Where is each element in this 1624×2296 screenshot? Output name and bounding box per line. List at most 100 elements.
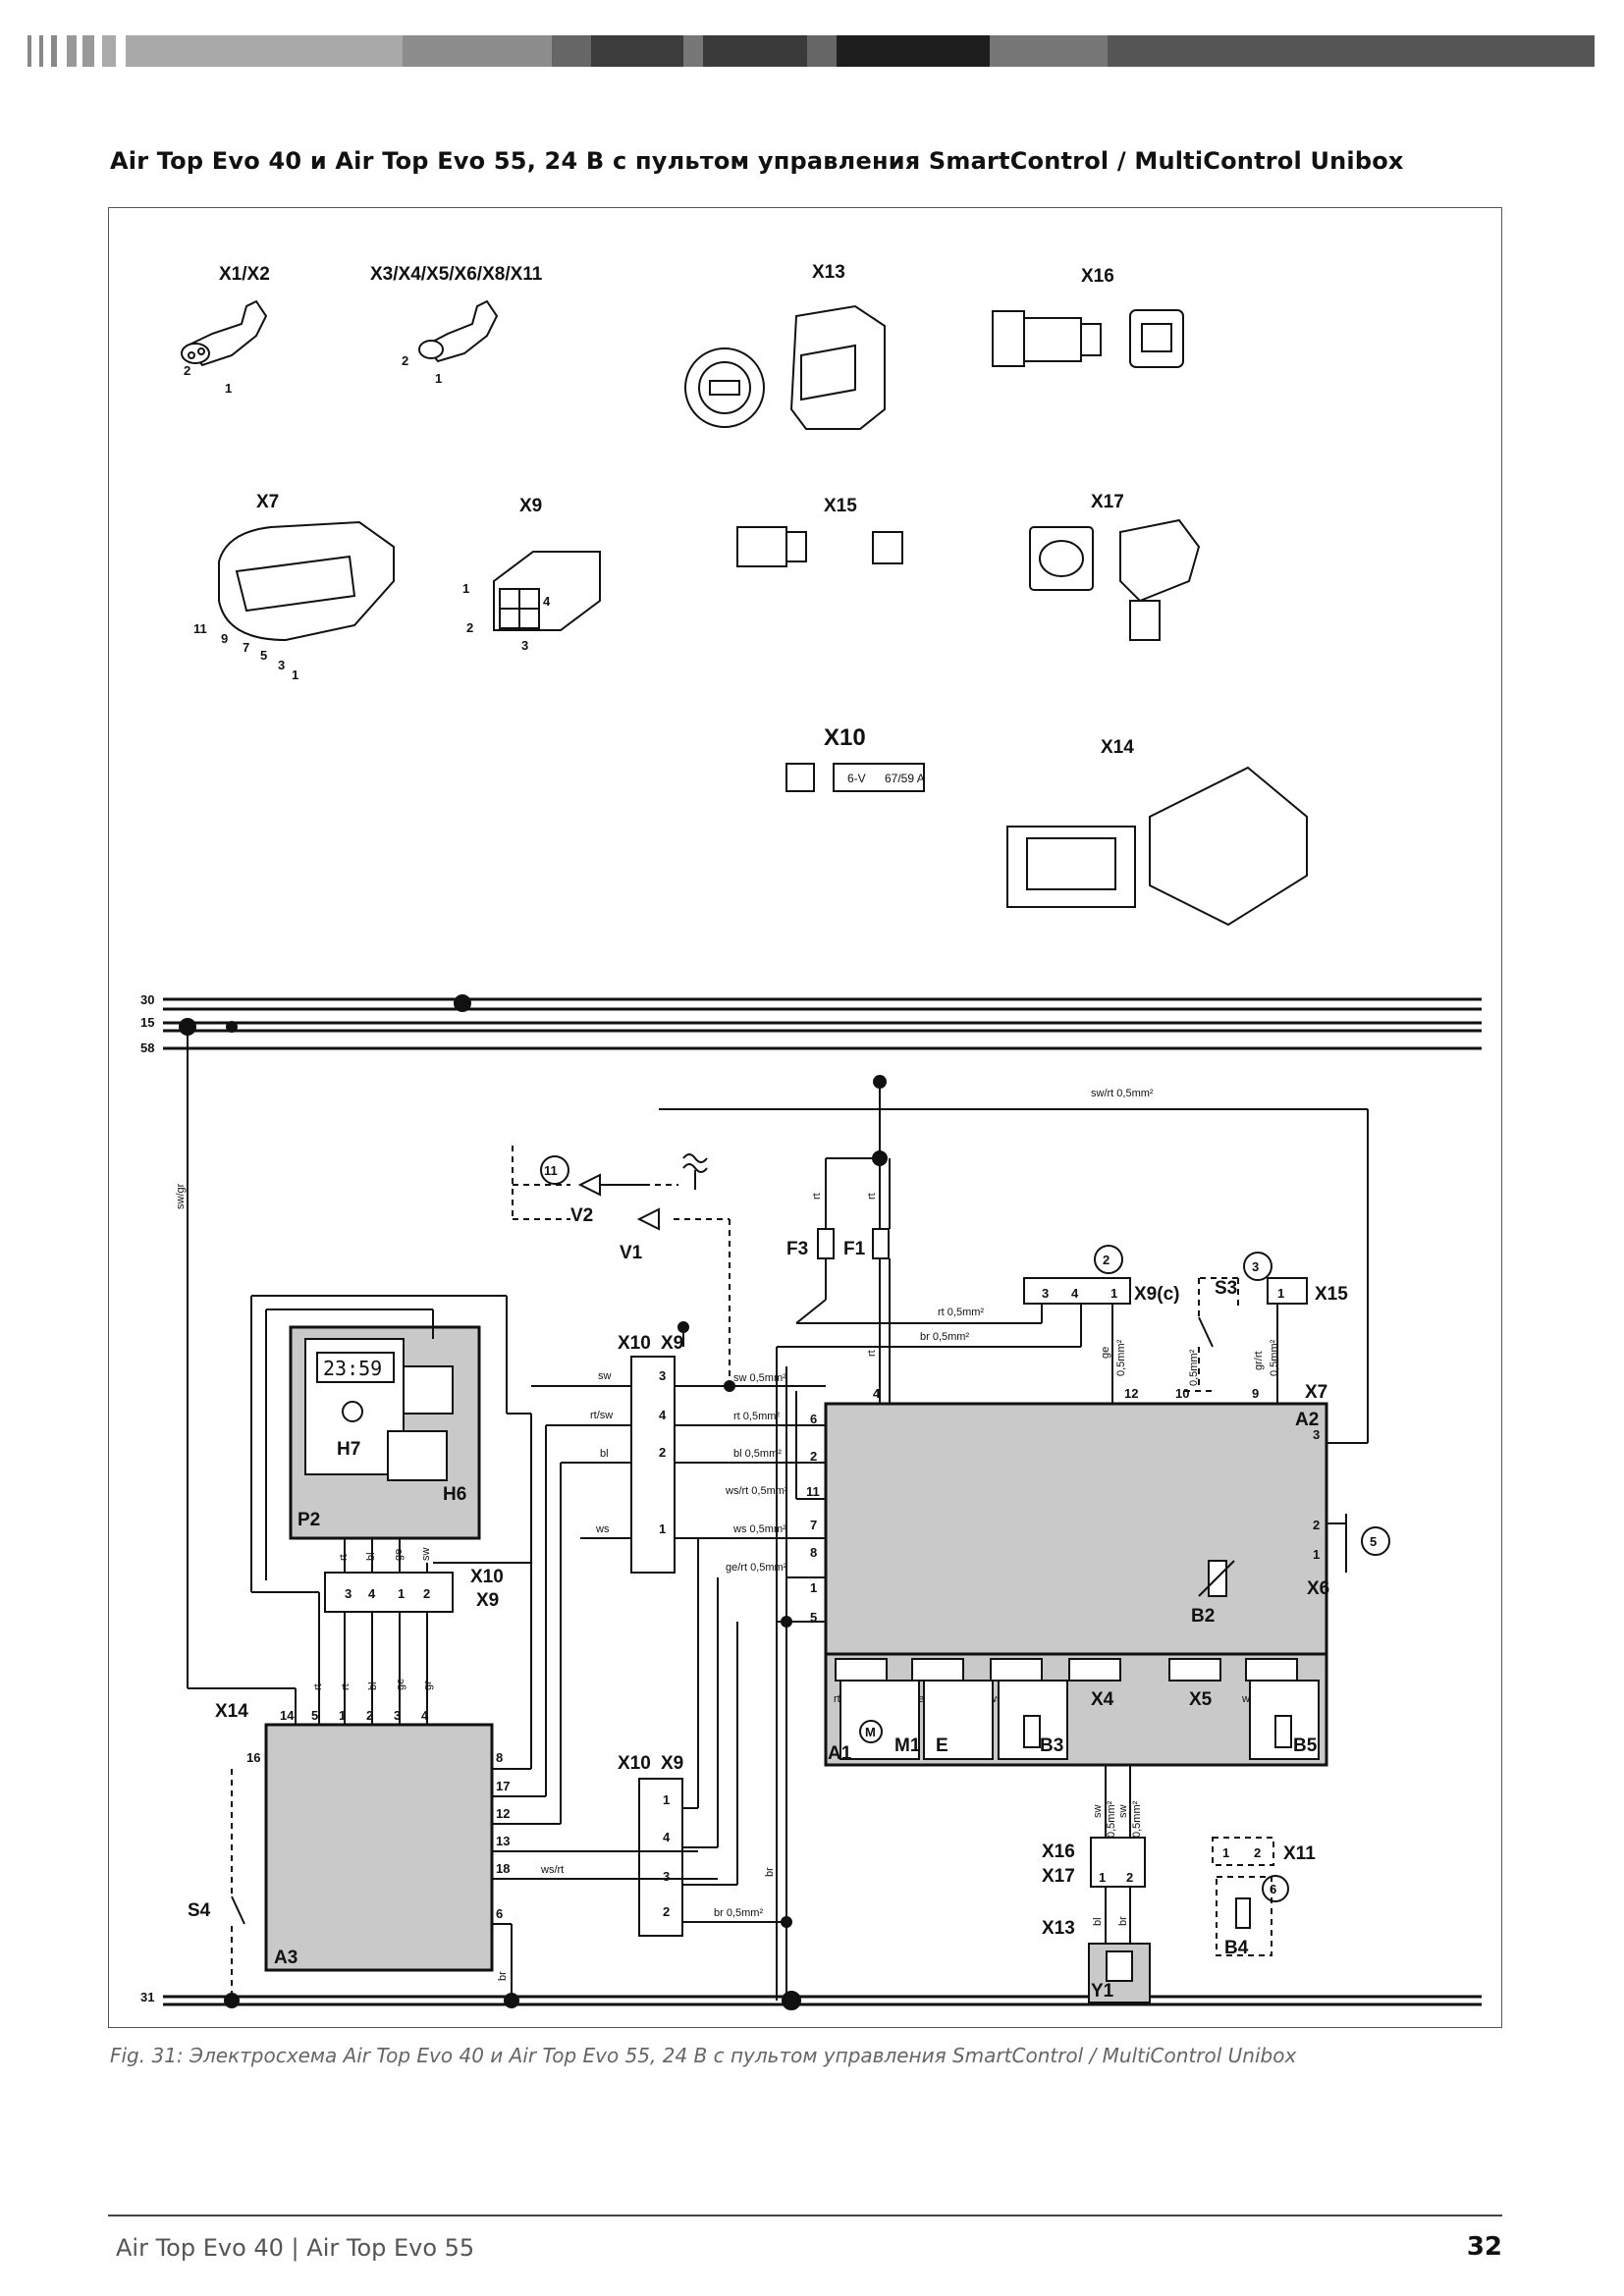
figure-caption: Fig. 31: Электросхема Air Top Evo 40 и A… bbox=[110, 2044, 1297, 2067]
wire-swrt: sw/rt 0,5mm² bbox=[659, 1088, 1369, 1444]
svg-text:rt: rt bbox=[340, 1683, 352, 1690]
svg-text:3: 3 bbox=[659, 1368, 666, 1383]
svg-text:13: 13 bbox=[496, 1834, 510, 1848]
connector-x10-drawing: X10 6-V 67/59 A bbox=[785, 724, 925, 792]
connector-x3-x11: X3/X4/X5/X6/X8/X11 2 1 bbox=[370, 264, 543, 386]
svg-text:X6: X6 bbox=[1307, 1578, 1329, 1599]
svg-text:6: 6 bbox=[496, 1906, 503, 1921]
svg-text:ws: ws bbox=[595, 1523, 610, 1535]
svg-text:9: 9 bbox=[1252, 1386, 1259, 1401]
svg-text:sw: sw bbox=[420, 1548, 432, 1562]
connector-x17: X17 bbox=[1029, 492, 1201, 641]
svg-text:4: 4 bbox=[659, 1408, 667, 1422]
svg-text:br 0,5mm²: br 0,5mm² bbox=[920, 1331, 969, 1343]
svg-text:11: 11 bbox=[544, 1163, 558, 1178]
svg-text:sw/gr: sw/gr bbox=[175, 1183, 187, 1209]
svg-text:B3: B3 bbox=[1040, 1735, 1063, 1756]
svg-text:P2: P2 bbox=[298, 1510, 320, 1530]
connector-x15: X15 bbox=[736, 496, 903, 567]
svg-text:12: 12 bbox=[1124, 1386, 1138, 1401]
svg-text:2: 2 bbox=[1103, 1253, 1110, 1267]
svg-text:X4: X4 bbox=[1091, 1689, 1114, 1710]
bus-15-label: 15 bbox=[140, 1015, 154, 1030]
svg-text:br: br bbox=[497, 1971, 509, 1981]
svg-text:X7: X7 bbox=[256, 492, 279, 512]
svg-text:F3: F3 bbox=[786, 1239, 808, 1259]
svg-text:br: br bbox=[1117, 1916, 1129, 1926]
bus-30-label: 30 bbox=[140, 992, 154, 1007]
svg-text:2: 2 bbox=[184, 363, 190, 378]
svg-text:9: 9 bbox=[221, 631, 228, 646]
callout-3 bbox=[1243, 1252, 1272, 1281]
control-panel-p2: 23:59 H7 H6 P2 bbox=[289, 1325, 481, 1540]
svg-text:2: 2 bbox=[466, 620, 473, 635]
svg-text:rt 0,5mm²: rt 0,5mm² bbox=[733, 1411, 780, 1422]
svg-text:12: 12 bbox=[496, 1806, 510, 1821]
footer-divider bbox=[108, 2215, 1502, 2216]
svg-text:3: 3 bbox=[1042, 1286, 1049, 1301]
svg-text:1: 1 bbox=[663, 1792, 670, 1807]
svg-text:5: 5 bbox=[1370, 1534, 1377, 1549]
connector-x16: X16 bbox=[992, 266, 1184, 368]
svg-text:3: 3 bbox=[663, 1869, 670, 1884]
connector-x15-box: 1 X15 gr/rt 0,5mm² bbox=[1253, 1277, 1348, 1404]
bus-lines bbox=[163, 997, 1482, 2006]
svg-text:ws/rt: ws/rt bbox=[540, 1864, 564, 1876]
svg-text:3: 3 bbox=[1313, 1427, 1320, 1442]
svg-text:0,5mm²: 0,5mm² bbox=[1188, 1349, 1200, 1386]
svg-text:X5: X5 bbox=[1189, 1689, 1213, 1710]
svg-text:1: 1 bbox=[339, 1708, 346, 1723]
svg-text:3: 3 bbox=[345, 1586, 352, 1601]
svg-text:1: 1 bbox=[1277, 1286, 1284, 1301]
svg-text:4: 4 bbox=[543, 594, 551, 609]
svg-text:8: 8 bbox=[496, 1750, 503, 1765]
svg-text:2: 2 bbox=[1313, 1518, 1320, 1532]
svg-text:6: 6 bbox=[1270, 1882, 1276, 1896]
svg-text:bl: bl bbox=[600, 1448, 609, 1460]
svg-text:7: 7 bbox=[810, 1518, 817, 1532]
svg-text:2: 2 bbox=[659, 1445, 666, 1460]
svg-text:B2: B2 bbox=[1191, 1606, 1215, 1627]
svg-text:3: 3 bbox=[521, 638, 528, 653]
fuel-pump-chain: sw sw 0,5mm² 0,5mm² X16 X17 1 2 bl br X1… bbox=[1042, 1765, 1151, 2003]
svg-text:E: E bbox=[936, 1735, 948, 1756]
svg-text:X16: X16 bbox=[1042, 1842, 1075, 1862]
svg-text:B4: B4 bbox=[1224, 1938, 1249, 1958]
svg-text:3: 3 bbox=[394, 1708, 401, 1723]
bus-58-label: 58 bbox=[140, 1041, 154, 1055]
svg-text:7: 7 bbox=[243, 640, 249, 655]
panel-wiring bbox=[250, 1295, 532, 1592]
svg-text:ge/rt 0,5mm²: ge/rt 0,5mm² bbox=[726, 1562, 787, 1574]
svg-text:bl 0,5mm²: bl 0,5mm² bbox=[733, 1448, 782, 1460]
svg-text:X9: X9 bbox=[476, 1590, 499, 1611]
header-decor-bar bbox=[27, 35, 1595, 67]
svg-text:A3: A3 bbox=[274, 1948, 298, 1968]
svg-text:2: 2 bbox=[423, 1586, 430, 1601]
svg-text:X10: X10 bbox=[618, 1753, 651, 1774]
switch-s4-label: S4 bbox=[188, 1900, 211, 1921]
svg-text:B5: B5 bbox=[1293, 1735, 1318, 1756]
svg-text:rt: rt bbox=[866, 1193, 878, 1200]
svg-text:18: 18 bbox=[496, 1861, 510, 1876]
svg-text:4: 4 bbox=[421, 1708, 429, 1723]
svg-text:rt: rt bbox=[866, 1350, 878, 1357]
svg-text:11: 11 bbox=[806, 1484, 820, 1499]
svg-text:14: 14 bbox=[280, 1708, 295, 1723]
svg-text:3: 3 bbox=[1252, 1259, 1259, 1274]
svg-text:gr/rt: gr/rt bbox=[1253, 1351, 1265, 1370]
svg-text:H7: H7 bbox=[337, 1439, 360, 1460]
svg-text:X17: X17 bbox=[1091, 492, 1124, 512]
svg-text:4: 4 bbox=[873, 1386, 881, 1401]
page-title: Air Top Evo 40 и Air Top Evo 55, 24 В с … bbox=[110, 147, 1404, 175]
svg-text:0,5mm²: 0,5mm² bbox=[1115, 1339, 1127, 1376]
svg-text:6-V: 6-V bbox=[847, 772, 866, 785]
svg-text:X10: X10 bbox=[824, 724, 866, 751]
svg-text:17: 17 bbox=[496, 1779, 510, 1793]
module-a3: A3 X14 14 5 1 2 3 4 16 8 17 12 13 18 6 w… bbox=[175, 1027, 718, 2001]
svg-text:X14: X14 bbox=[215, 1701, 248, 1722]
wiring-diagram: X1/X2 2 1 X3/X4/X5/X6/X8/X11 2 1 X13 X16… bbox=[140, 262, 1482, 2010]
svg-text:1: 1 bbox=[1110, 1286, 1117, 1301]
svg-text:X11: X11 bbox=[1283, 1843, 1316, 1864]
page-number: 32 bbox=[1466, 2232, 1502, 2262]
svg-text:bl: bl bbox=[367, 1682, 379, 1690]
